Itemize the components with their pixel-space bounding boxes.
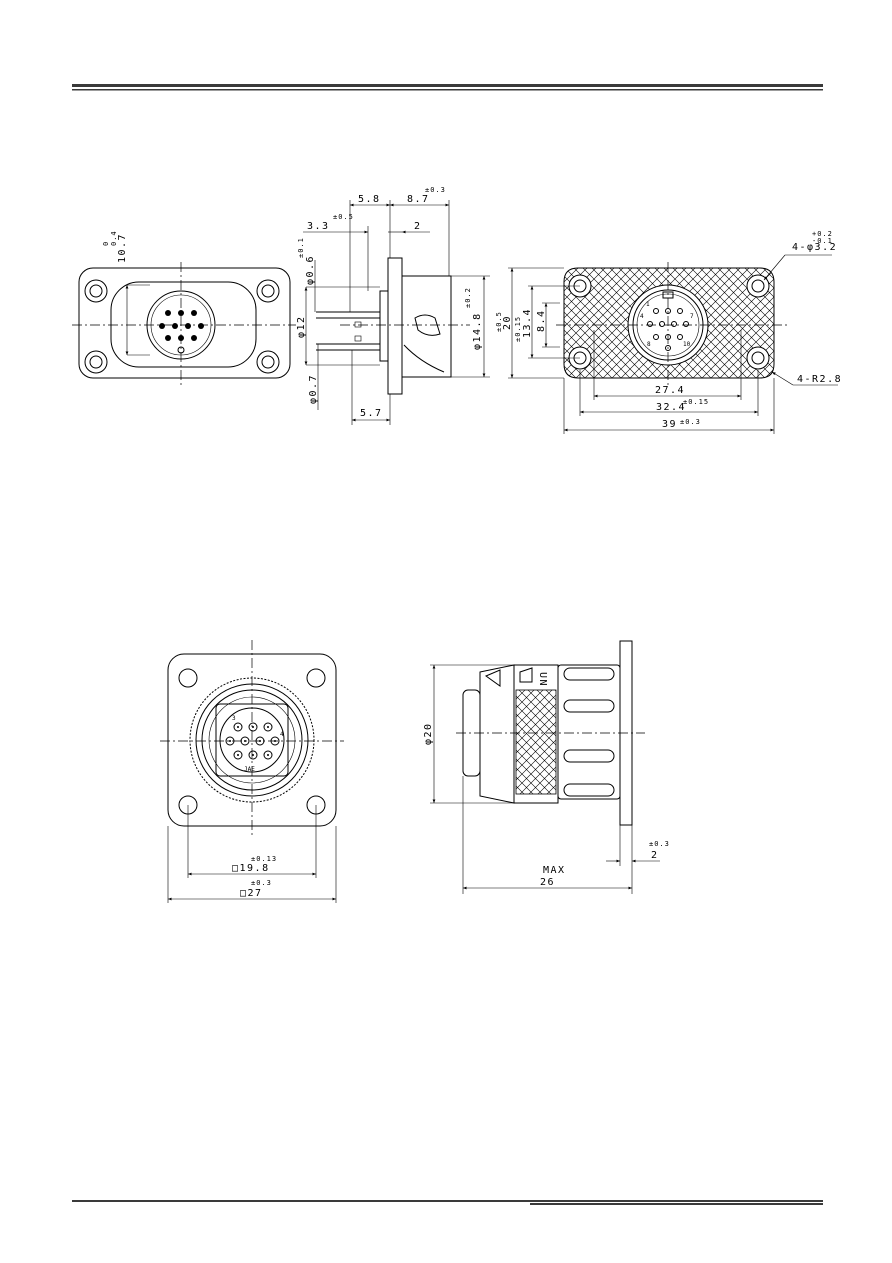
dim-phi-0-6: φ0.6 [305, 255, 316, 285]
dim-20: 20 [502, 315, 513, 330]
tol-32-4: ±0.15 [683, 398, 709, 406]
dim-27-4: 27.4 [655, 385, 685, 396]
dim-phi-12: φ12 [296, 315, 307, 338]
pin-label-4: 4 [640, 313, 644, 320]
footer-rule [72, 1200, 823, 1205]
dim-5-7: 5.7 [360, 408, 383, 419]
panel-cutout-view: 1 4 7 8 10 20 ±0.5 13.4 ±0.15 8.4 4-φ3.2… [495, 230, 842, 434]
plug-front-view: 3 4 JAE □19.8 ±0.13 □27 ±0.3 [160, 640, 344, 903]
dim-13-4: 13.4 [522, 308, 533, 338]
tol-phi-14-8: ±0.2 [464, 287, 472, 308]
dim-8-4: 8.4 [536, 309, 547, 332]
nut-marking: UN [537, 672, 548, 687]
pin-label-1: 1 [646, 301, 650, 308]
dim-4-phi-3-2: 4-φ3.2 [792, 242, 837, 253]
tol-3-3: ±0.5 [333, 213, 354, 221]
tol-10-7-plus: 0.4 [110, 230, 118, 246]
pin-label-7: 7 [690, 313, 694, 320]
tol-8-7: ±0.3 [425, 186, 446, 194]
brand-mark: JAE [244, 766, 255, 773]
contact-pins [159, 310, 204, 354]
plug-side-view: UN φ20 26 MAX 2 ±0.3 [423, 640, 670, 894]
plug-pin-label-4: 4 [280, 731, 284, 738]
tol-phi-0-6: ±0.1 [297, 237, 305, 258]
tol-13-4: ±0.15 [514, 316, 522, 342]
dim-5-8: 5.8 [358, 194, 381, 205]
dim-4-r2-8: 4-R2.8 [797, 374, 842, 385]
plug-front-pins [225, 722, 280, 760]
dim-phi-0-7: φ0.7 [308, 374, 319, 404]
dim-sq-19-8: □19.8 [232, 863, 270, 874]
dim-3-3: 3.3 [307, 221, 330, 232]
dim-10-7: 10.7 [117, 233, 128, 263]
tol-minus-0-1: -0.1 [812, 237, 833, 245]
plug-pin-label-3: 3 [232, 715, 236, 722]
front-view-receptacle: 10.7 0.4 0 [72, 230, 296, 386]
tol-sq-27: ±0.3 [251, 879, 272, 887]
dim-8-7: 8.7 [407, 194, 430, 205]
tol-39: ±0.3 [680, 418, 701, 426]
dim-phi-14-8: φ14.8 [472, 312, 483, 350]
dim-sq-27: □27 [240, 888, 263, 899]
mounting-holes [84, 279, 280, 374]
dim-2-bot: 2 [651, 850, 659, 861]
side-view-receptacle: 5.8 8.7 ±0.3 3.3 ±0.5 2 φ0.6 ±0.1 φ12 φ0… [296, 186, 490, 425]
dim-39: 39 [662, 419, 677, 430]
dim-32-4: 32.4 [656, 402, 686, 413]
tol-20: ±0.5 [495, 311, 503, 332]
tol-sq-19-8: ±0.13 [251, 855, 277, 863]
dim-max: MAX [543, 865, 566, 876]
cutout-pins [647, 308, 689, 351]
pin-label-8: 8 [647, 341, 651, 348]
header-rule [72, 84, 823, 91]
tol-2-bot: ±0.3 [649, 840, 670, 848]
dim-26: 26 [540, 877, 555, 888]
tol-10-7-minus: 0 [102, 241, 110, 246]
tol-plus-0-2: +0.2 [812, 230, 833, 238]
dim-2-top: 2 [414, 221, 422, 232]
dim-phi-20: φ20 [423, 722, 434, 745]
pin-label-10: 10 [683, 341, 691, 348]
